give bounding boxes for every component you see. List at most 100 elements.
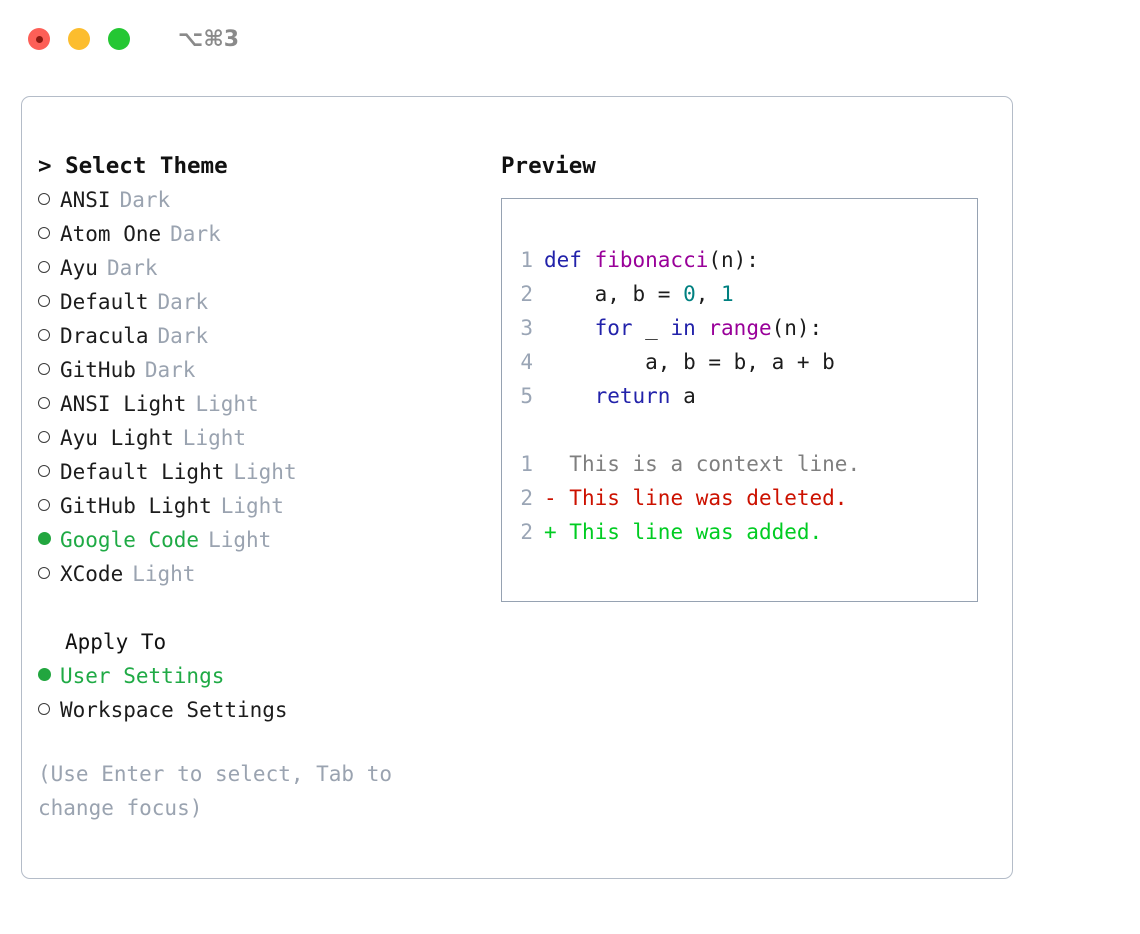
theme-option-kind-badge: Light <box>220 494 284 518</box>
title-bar: ⌥⌘3 <box>0 0 1140 78</box>
radio-dot <box>38 668 51 681</box>
theme-option-ayu-light[interactable]: Ayu Light Light <box>38 421 488 455</box>
code-line: 2 a, b = 0, 1 <box>502 277 977 311</box>
radio-unselected-icon[interactable] <box>38 559 60 593</box>
theme-option-kind-badge: Dark <box>106 256 158 280</box>
maximize-button-icon[interactable] <box>108 28 130 50</box>
theme-option-default-light[interactable]: Default Light Light <box>38 455 488 489</box>
radio-unselected-icon[interactable] <box>38 355 60 389</box>
theme-option-kind-badge: Light <box>233 460 297 484</box>
theme-option-kind-badge: Light <box>195 392 259 416</box>
apply-to-option-user-settings[interactable]: User Settings <box>38 659 488 693</box>
code-line: 4 a, b = b, a + b <box>502 345 977 379</box>
theme-option-kind-badge: Dark <box>170 222 221 246</box>
diff-text: This line was deleted. <box>569 486 848 510</box>
select-theme-header: > Select Theme <box>38 153 228 179</box>
radio-unselected-icon[interactable] <box>38 287 60 321</box>
code-line-number: 5 <box>520 384 533 408</box>
radio-ring <box>38 295 50 307</box>
code-token-pln: a <box>670 384 696 408</box>
radio-dot <box>38 532 51 545</box>
theme-option-label: GitHub <box>60 358 136 382</box>
theme-option-github[interactable]: GitHub Dark <box>38 353 488 387</box>
diff-marker <box>544 452 569 476</box>
diff-line-content: - This line was deleted. <box>544 481 847 515</box>
radio-unselected-icon[interactable] <box>38 423 60 457</box>
code-token-num: 1 <box>721 282 734 306</box>
radio-ring <box>38 397 50 409</box>
theme-option-label: Default Light <box>60 460 225 484</box>
code-line: 5 return a <box>502 379 977 413</box>
diff-marker: + <box>544 520 570 544</box>
radio-unselected-icon[interactable] <box>38 185 60 219</box>
keyboard-shortcut-label: ⌥⌘3 <box>178 26 240 52</box>
theme-option-kind-badge: Light <box>182 426 247 450</box>
radio-selected-icon[interactable] <box>38 525 60 559</box>
theme-option-xcode[interactable]: XCode Light <box>38 557 488 591</box>
code-token-fn: range <box>708 316 772 340</box>
code-line-number: 1 <box>520 248 533 272</box>
apply-to-option-workspace-settings[interactable]: Workspace Settings <box>38 693 488 727</box>
theme-option-google-code[interactable]: Google Code Light <box>38 523 488 557</box>
radio-unselected-icon[interactable] <box>38 457 60 491</box>
code-token-kw: return <box>544 384 671 408</box>
keyboard-hint-text: (Use Enter to select, Tab to change focu… <box>38 762 393 820</box>
list-gap-spacer <box>38 591 488 625</box>
apply-to-option-label: User Settings <box>60 664 225 688</box>
theme-option-label: Default <box>60 290 149 314</box>
theme-option-kind-badge: Dark <box>157 324 209 348</box>
code-line-content: def fibonacci(n): <box>544 243 759 277</box>
theme-option-label: Atom One <box>60 222 162 246</box>
code-line-content: a, b = 0, 1 <box>544 277 734 311</box>
theme-option-kind-badge: Dark <box>144 358 196 382</box>
theme-option-github-light[interactable]: GitHub Light Light <box>38 489 488 523</box>
radio-unselected-icon[interactable] <box>38 219 60 253</box>
radio-selected-icon[interactable] <box>38 661 60 695</box>
radio-unselected-icon[interactable] <box>38 321 60 355</box>
radio-ring <box>38 431 50 443</box>
radio-unselected-icon[interactable] <box>38 389 60 423</box>
radio-ring <box>38 261 50 273</box>
radio-ring <box>38 227 50 239</box>
diff-line: 2 - This line was deleted. <box>502 481 977 515</box>
theme-option-label: GitHub Light <box>60 494 212 518</box>
code-line: 3 for _ in range(n): <box>502 311 977 345</box>
code-token-pln: a, b = <box>544 282 684 306</box>
theme-option-atom-one[interactable]: Atom One Dark <box>38 217 488 251</box>
close-button-icon[interactable] <box>28 28 50 50</box>
radio-ring <box>38 703 50 715</box>
code-line-content: return a <box>544 379 696 413</box>
radio-ring <box>38 329 50 341</box>
radio-ring <box>38 499 50 511</box>
code-line-content: a, b = b, a + b <box>544 345 835 379</box>
minimize-button-icon[interactable] <box>68 28 90 50</box>
theme-option-label: Ayu Light <box>60 426 174 450</box>
diff-line-number: 1 <box>520 452 533 476</box>
code-token-kw: for <box>544 316 646 340</box>
traffic-light-buttons <box>28 28 130 50</box>
diff-line-number: 2 <box>520 486 533 510</box>
radio-unselected-icon[interactable] <box>38 253 60 287</box>
code-line: 1 def fibonacci(n): <box>502 243 977 277</box>
theme-option-kind-badge: Light <box>132 562 196 586</box>
code-token-kw: in <box>670 316 709 340</box>
code-line-content: for _ in range(n): <box>544 311 823 345</box>
theme-option-label: Google Code <box>60 528 200 552</box>
radio-unselected-icon[interactable] <box>38 695 60 729</box>
theme-option-label: XCode <box>60 562 124 586</box>
diff-line-number: 2 <box>520 520 533 544</box>
radio-unselected-icon[interactable] <box>38 491 60 525</box>
theme-option-kind-badge: Light <box>208 528 272 552</box>
